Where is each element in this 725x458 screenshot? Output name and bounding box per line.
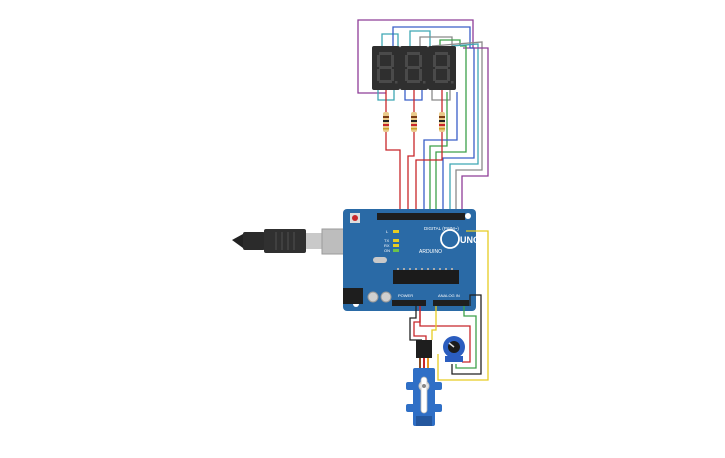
usb-cable[interactable]: [232, 228, 357, 255]
wire-black-pot: [451, 294, 482, 375]
wire-blue-top: [392, 26, 471, 48]
wire-gray-top: [419, 36, 453, 46]
seven-segment-display-1[interactable]: [372, 46, 400, 90]
wire-yellow-servo: [431, 306, 437, 340]
wire-red-2: [407, 90, 415, 216]
capacitor-1: [367, 291, 379, 303]
wire-red-1: [385, 90, 401, 216]
wire-yellow-pot: [437, 230, 489, 381]
resistor-1[interactable]: [383, 112, 389, 132]
display-wires[interactable]: [357, 19, 489, 216]
potentiometer[interactable]: [443, 336, 465, 362]
servo-connector: [416, 340, 432, 358]
wire-gray-right: [431, 41, 483, 216]
arduino-uno-board[interactable]: DIGITAL (PWM~) UNO ARDUINO L TX RX ON PO…: [343, 209, 480, 311]
status-leds: [393, 230, 399, 252]
wire-black-servo: [409, 306, 422, 341]
power-header: [392, 300, 426, 306]
usb-plug-metal: [306, 233, 322, 249]
wire-blue-low: [423, 92, 458, 216]
wire-red-servo: [413, 306, 427, 340]
led-label-tx: TX: [384, 238, 389, 243]
wire-green-top: [439, 39, 461, 46]
power-label: POWER: [398, 293, 413, 298]
digital-header: [377, 213, 465, 220]
maker-label: ARDUINO: [419, 249, 442, 255]
seven-segment-display-2[interactable]: [400, 46, 428, 90]
crystal: [373, 257, 387, 263]
analog-header: [433, 300, 469, 306]
wire-green-pot: [455, 306, 477, 369]
wire-bottom-3: [431, 88, 451, 101]
wire-green-low: [429, 92, 448, 216]
servo-motor[interactable]: [406, 340, 442, 426]
led-label-l: L: [386, 229, 389, 234]
resistor-2[interactable]: [411, 112, 417, 132]
wire-teal-right: [449, 43, 479, 216]
wire-purple-right: [461, 47, 489, 216]
servo-horn: [420, 376, 428, 414]
wire-blue-right: [442, 47, 475, 216]
seven-segment-display-3[interactable]: [428, 46, 456, 90]
led-label-on: ON: [384, 248, 390, 253]
brand-logo: UNO: [460, 235, 480, 245]
usb-cable-tip: [232, 234, 243, 248]
microcontroller-chip: [393, 270, 459, 284]
power-jack: [343, 288, 363, 304]
lower-wires[interactable]: [409, 230, 489, 381]
wire-teal-top-2: [409, 30, 431, 46]
led-label-rx: RX: [384, 243, 390, 248]
wire-green-right: [435, 45, 467, 216]
analog-label: ANALOG IN: [438, 293, 460, 298]
wire-teal-top-1: [381, 33, 399, 46]
capacitor-2: [380, 291, 392, 303]
digital-header-label: DIGITAL (PWM~): [424, 226, 459, 231]
wire-red-3: [415, 90, 443, 216]
brand-circle: [440, 229, 460, 249]
resistor-3[interactable]: [439, 112, 445, 132]
